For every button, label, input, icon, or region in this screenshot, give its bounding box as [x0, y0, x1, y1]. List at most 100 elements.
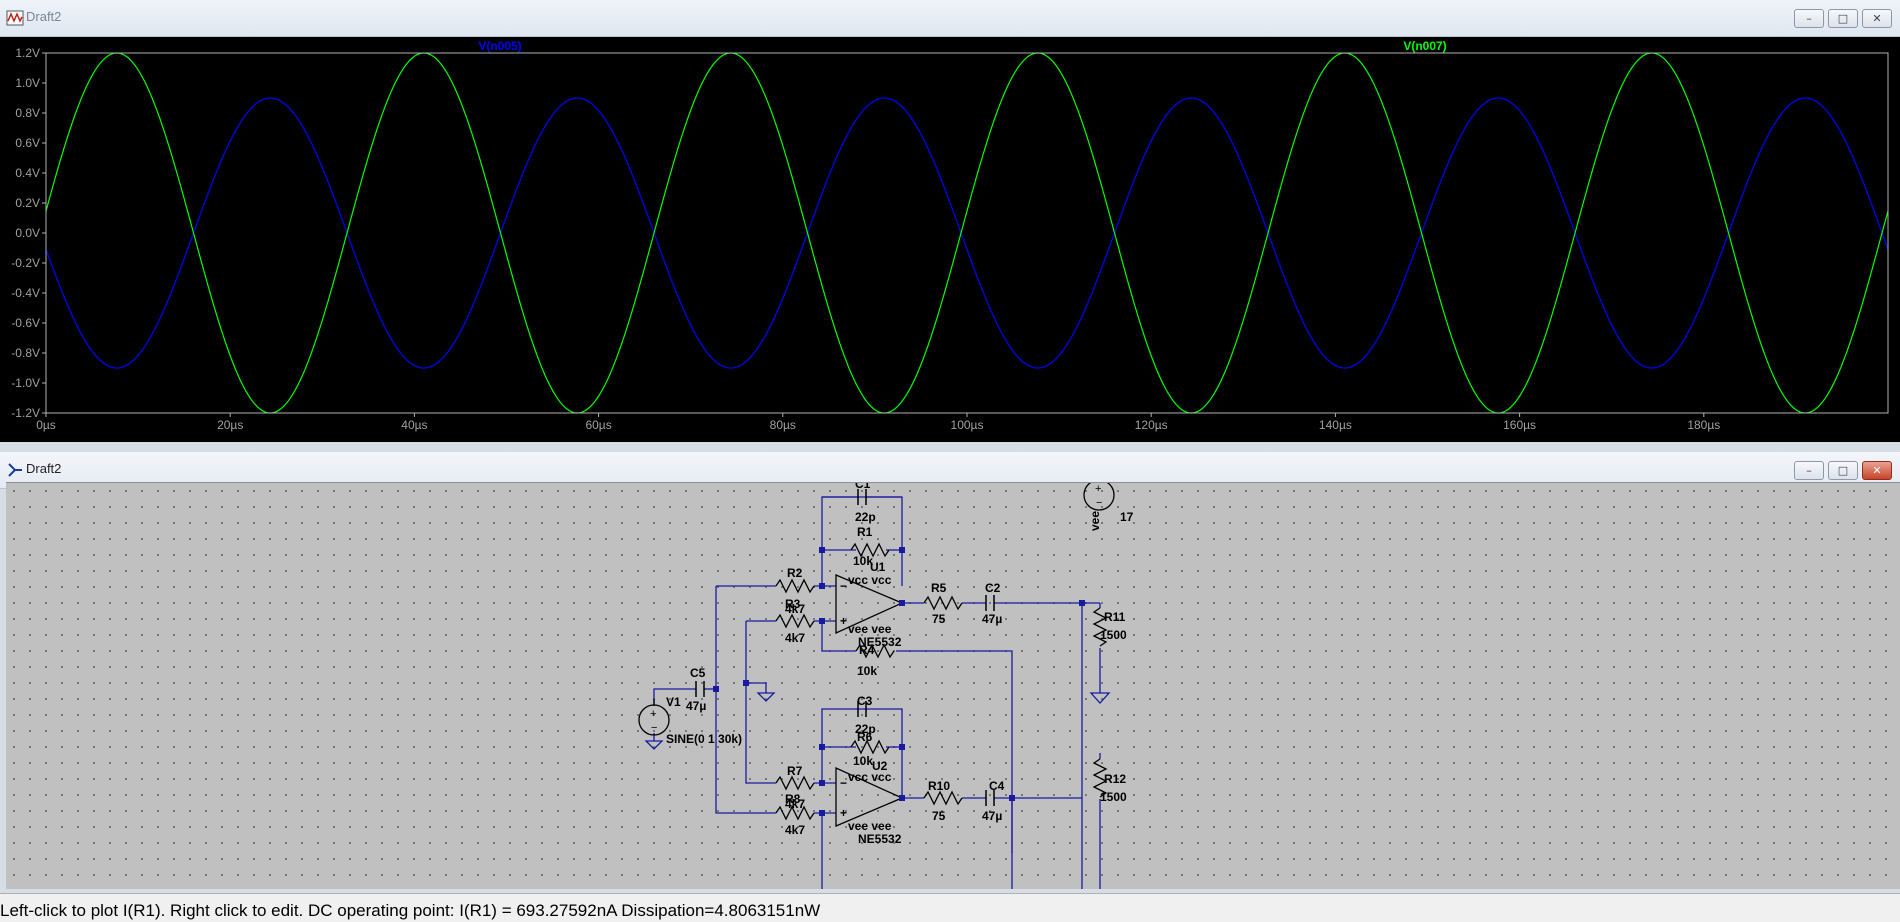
c2-value: 47µ — [982, 612, 1002, 626]
plot-frame — [45, 52, 1889, 414]
r6-label: R6 — [857, 730, 873, 744]
svg-text:+: + — [840, 806, 847, 820]
ground-icons — [644, 692, 1111, 750]
x-tick-label: 20µs — [217, 418, 243, 432]
c4-value: 47µ — [982, 809, 1002, 823]
x-tick-label: 80µs — [770, 418, 796, 432]
y-tick-label: -0.6V — [11, 316, 40, 330]
u2-vcc: vcc vcc — [848, 770, 892, 784]
y-tick-label: 0.8V — [15, 106, 40, 120]
u2-label: U2 — [872, 759, 888, 773]
c5-label: C5 — [690, 666, 706, 680]
c1-value: 22p — [855, 510, 876, 524]
u1-vcc: vcc vcc — [848, 573, 892, 587]
waveform-plot[interactable]: 1.2V 1.0V 0.8V 0.6V 0.4V 0.2V 0.0V -0.2V -0.4V -0… — [0, 36, 1900, 442]
schematic-window-title: Draft2 — [26, 461, 62, 476]
c2-label: C2 — [985, 581, 1001, 595]
r2-label: R2 — [787, 566, 803, 580]
y-tick-label: 0.6V — [15, 136, 40, 150]
r5-value: 75 — [932, 612, 946, 626]
y-tick-label: 0.4V — [15, 166, 40, 180]
y-tick-label: -1.2V — [11, 406, 40, 420]
r12-label: R12 — [1104, 772, 1126, 786]
legend[interactable]: V(n005) V(n007) — [478, 39, 1446, 53]
y-tick-label: 1.2V — [15, 46, 40, 60]
c3-value: 22p — [855, 722, 876, 736]
u1-label: U1 — [870, 560, 886, 574]
minimize-button[interactable]: – — [1794, 461, 1824, 480]
schematic-canvas[interactable]: − + − + + − + − — [6, 482, 1900, 889]
r7-value: 4k7 — [785, 797, 805, 811]
r4-label: R4 — [859, 643, 875, 657]
r7-label: R7 — [787, 764, 803, 778]
x-tick-label: 40µs — [401, 418, 427, 432]
r6-value: 10k — [853, 754, 873, 768]
v1-label: V1 — [666, 695, 681, 709]
y-tick-label: -0.4V — [11, 286, 40, 300]
y-tick-label: 1.0V — [15, 76, 40, 90]
r1-label: R1 — [857, 525, 873, 539]
trace-vn007[interactable] — [45, 52, 1889, 414]
source-signs: + − + − — [650, 483, 1102, 734]
svg-text:+: + — [650, 708, 656, 720]
y-tick-label: -0.2V — [11, 256, 40, 270]
u1-model: NE5532 — [858, 635, 902, 649]
r10-value: 75 — [932, 809, 946, 823]
svg-text:+: + — [840, 614, 847, 628]
opamps[interactable] — [835, 574, 904, 827]
waveform-titlebar[interactable]: Draft2 – □ ✕ — [0, 0, 1900, 37]
r3-label: R3 — [785, 597, 801, 611]
c4-label: C4 — [989, 779, 1005, 793]
x-tick-label: 180µs — [1687, 418, 1720, 432]
status-text: Left-click to plot I(R1). Right click to… — [0, 901, 821, 920]
svg-text:−: − — [651, 722, 657, 734]
v1-value: SINE(0 1 30k) — [666, 732, 742, 746]
waveform-window-title: Draft2 — [26, 9, 62, 24]
r2-value: 4k7 — [785, 602, 805, 616]
y-tick-label: -1.0V — [11, 376, 40, 390]
vee-source-label: vee — [1088, 511, 1102, 531]
close-button[interactable]: ✕ — [1862, 9, 1892, 28]
junctions — [713, 547, 1085, 816]
traces[interactable] — [45, 52, 1889, 414]
legend-vn005[interactable]: V(n005) — [478, 39, 521, 53]
waveform-window[interactable]: Draft2 – □ ✕ 1.2V 1.0V 0.8V 0.6V 0.4V 0.2V 0.0… — [0, 0, 1900, 442]
svg-text:−: − — [1096, 497, 1102, 509]
r10-label: R10 — [928, 779, 950, 793]
legend-vn007[interactable]: V(n007) — [1403, 39, 1446, 53]
r4-value: 10k — [857, 664, 877, 678]
close-button[interactable]: ✕ — [1862, 461, 1892, 480]
r11-value: 1500 — [1100, 628, 1127, 642]
y-tick-label: 0.0V — [15, 226, 40, 240]
maximize-button[interactable]: □ — [1828, 9, 1858, 28]
maximize-button[interactable]: □ — [1828, 461, 1858, 480]
r8-label: R8 — [785, 792, 801, 806]
x-tick-label: 120µs — [1135, 418, 1168, 432]
x-tick-label: 100µs — [951, 418, 984, 432]
u2-model: NE5532 — [858, 832, 902, 846]
schematic-drawing[interactable]: − + − + + − + − — [6, 483, 1900, 889]
svg-text:−: − — [840, 579, 847, 593]
x-tick-label: 160µs — [1503, 418, 1536, 432]
x-tick-label: 140µs — [1319, 418, 1352, 432]
capacitors[interactable] — [695, 489, 995, 806]
x-tick-label: 60µs — [585, 418, 611, 432]
trace-vn005[interactable] — [45, 97, 1889, 369]
svg-text:−: − — [840, 776, 847, 790]
schematic-app-icon — [8, 463, 22, 477]
waveform-app-icon — [6, 10, 24, 26]
vee-source-value: 17 — [1120, 510, 1134, 524]
r11-label: R11 — [1104, 610, 1126, 624]
component-labels: C1 22p R1 10k U1 vcc vcc R2 R3 4k7 4k7 v… — [666, 483, 1134, 846]
status-bar: Left-click to plot I(R1). Right click to… — [0, 893, 1900, 922]
wires — [653, 496, 1101, 889]
svg-text:+: + — [1095, 483, 1101, 495]
minimize-button[interactable]: – — [1794, 9, 1824, 28]
x-tick-label: 0µs — [36, 418, 56, 432]
y-tick-label: -0.8V — [11, 346, 40, 360]
r12-value: 1500 — [1100, 790, 1127, 804]
u2-vee: vee vee — [848, 819, 892, 833]
voltage-sources[interactable] — [638, 483, 1115, 736]
x-axis: 0µs 20µs 40µs 60µs 80µs 100µs 120µs 140µs 160µs 1… — [36, 413, 1720, 432]
y-tick-label: 0.2V — [15, 196, 40, 210]
